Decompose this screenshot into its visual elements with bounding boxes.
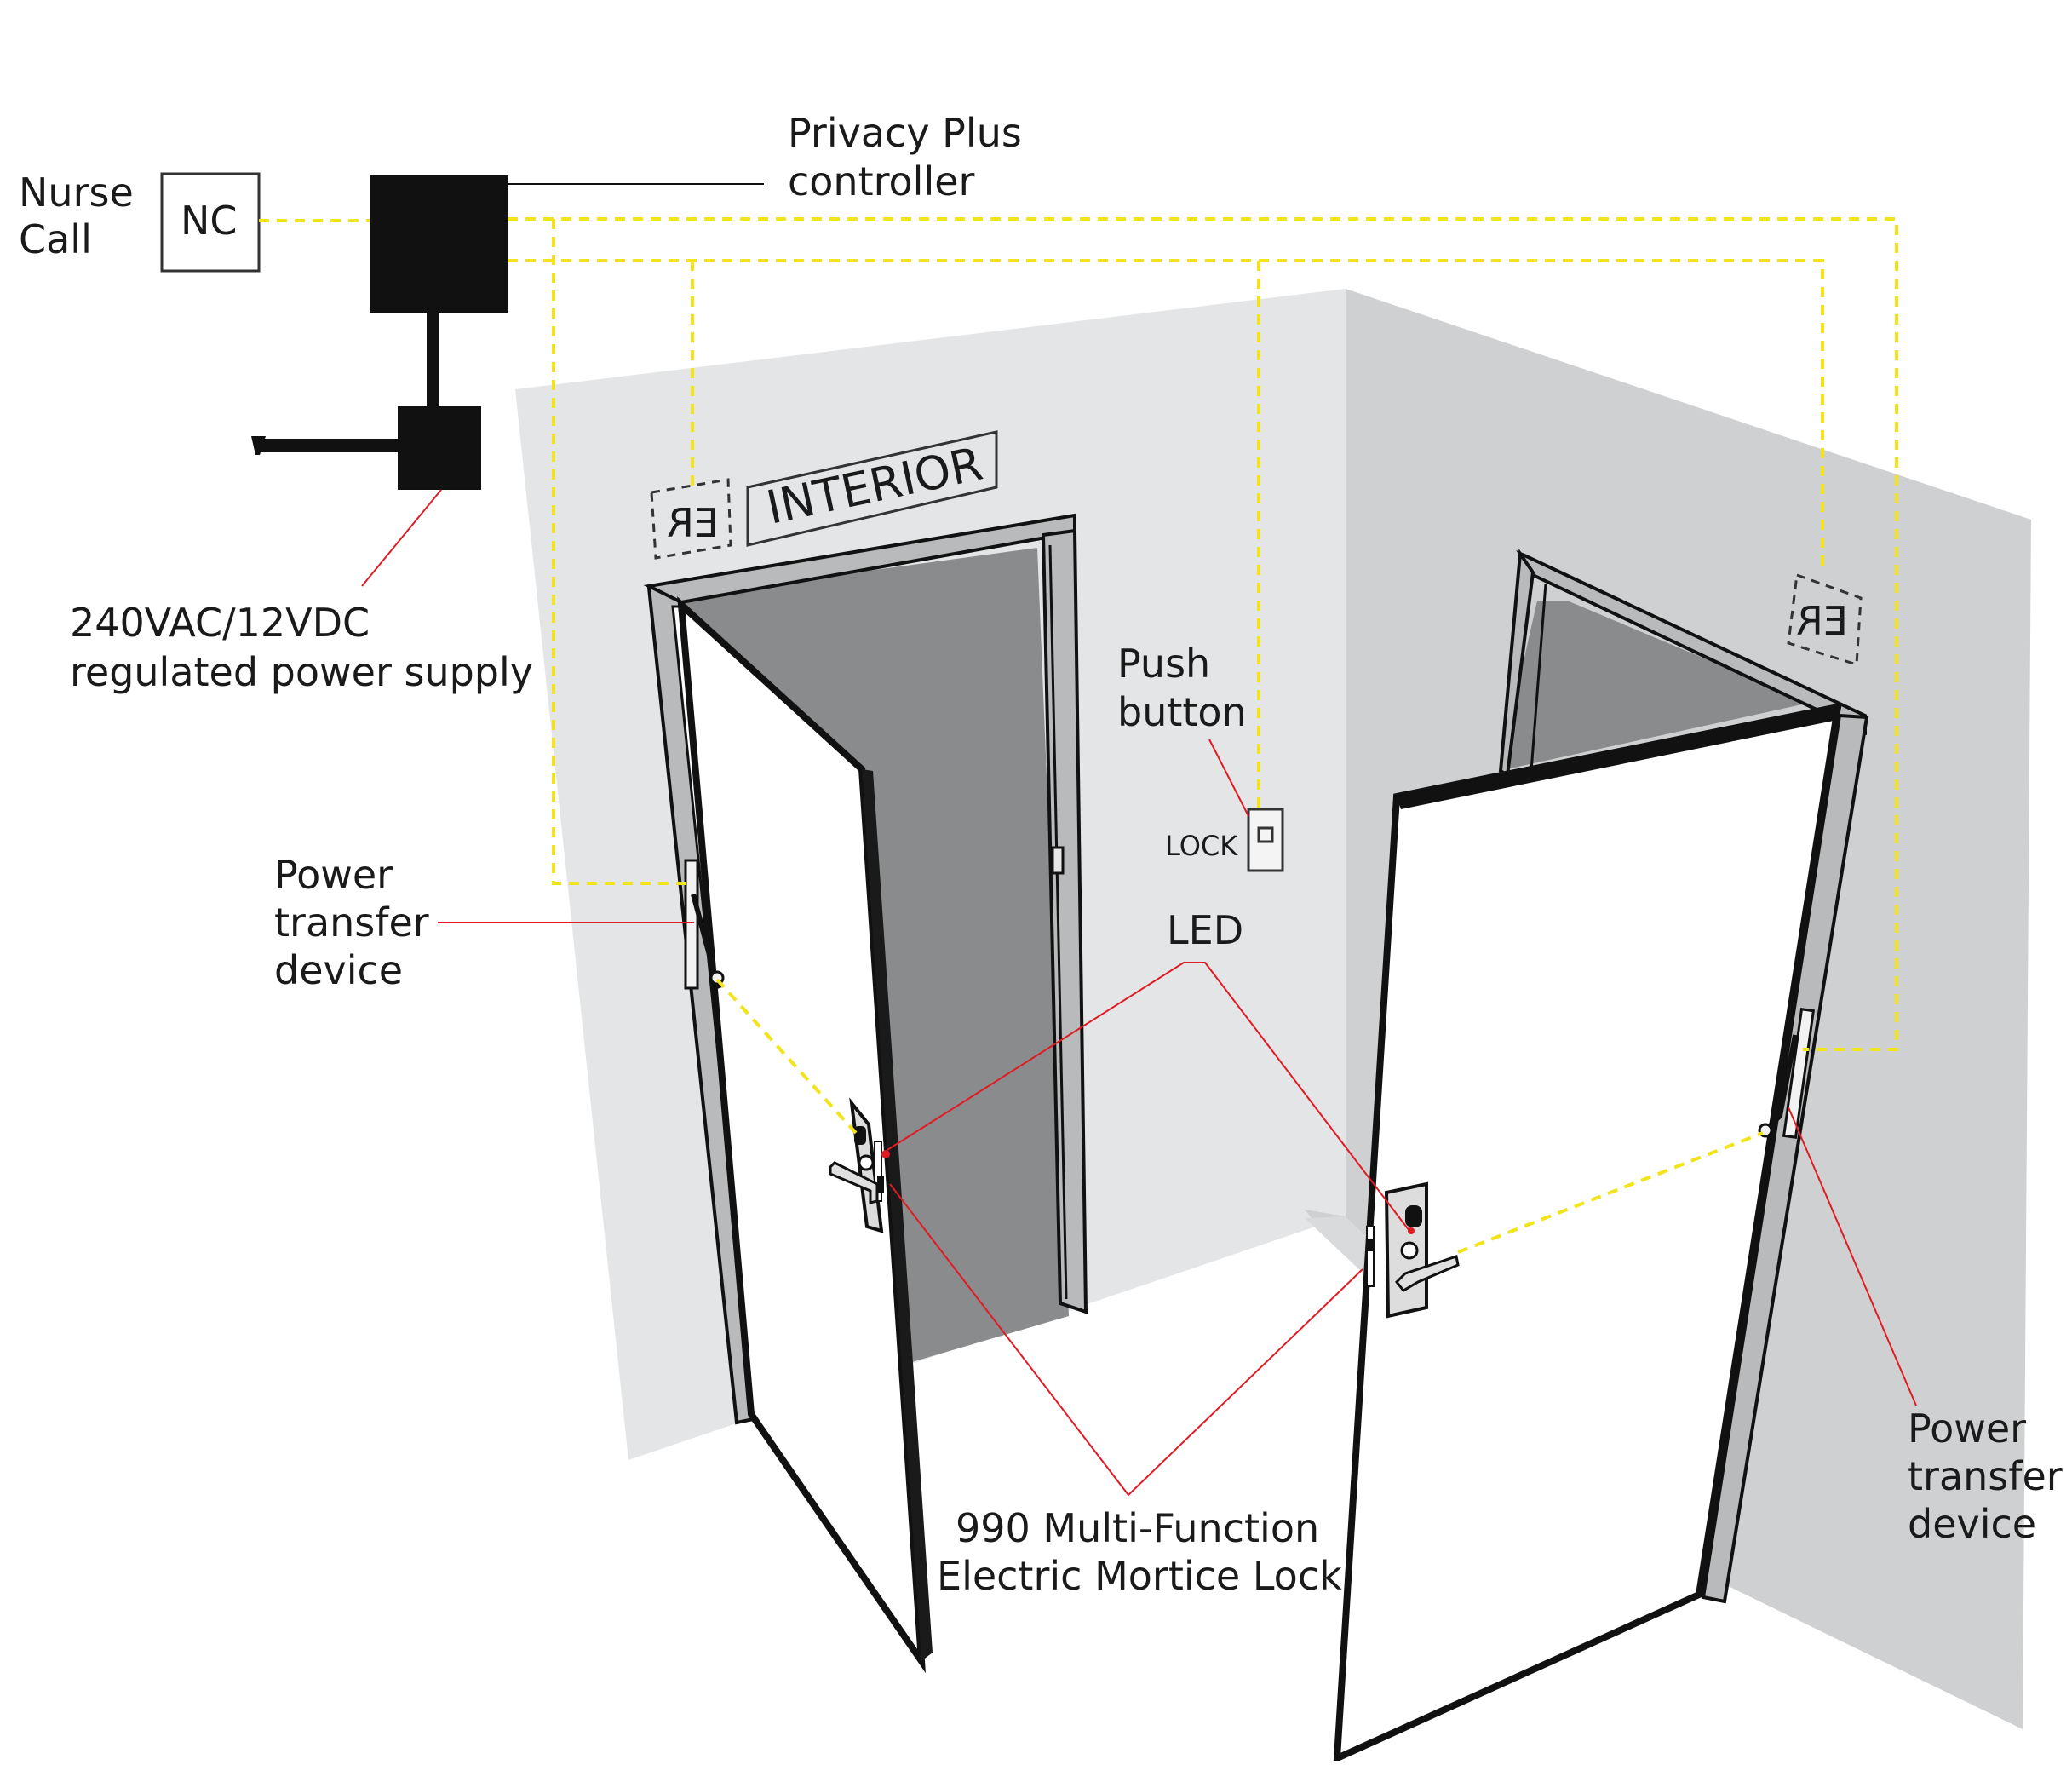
right-door-assembly: [1333, 549, 1869, 1764]
leader-lines: [361, 183, 1917, 1497]
push-button-label-2: button: [1117, 689, 1247, 735]
nc-box: [160, 172, 261, 273]
push-button-label-1: Push: [1117, 641, 1210, 687]
right-power-transfer-device: [1758, 1008, 1816, 1139]
power-supply-label-2: regulated power supply: [70, 649, 533, 695]
ptd-right-label-1: Power: [1908, 1406, 2026, 1452]
ptd-left-label-1: Power: [274, 852, 393, 898]
power-supply-unit: [398, 406, 481, 490]
right-door-opening: [1499, 601, 1810, 771]
left-strike-plate: [1051, 846, 1065, 875]
nc-box-label: NC: [181, 198, 238, 244]
nurse-call-label-2: Call: [19, 216, 92, 262]
left-lever-handle: [829, 1161, 879, 1204]
right-mortice-lock: [1366, 1181, 1460, 1319]
left-mortice-lock: [829, 1097, 890, 1233]
controller-label-2: controller: [788, 158, 975, 204]
right-lever-handle: [1394, 1255, 1460, 1292]
er-sign-left-text: ER: [667, 500, 719, 546]
left-door-assembly: [643, 513, 1088, 1674]
er-sign-right: ER: [1787, 572, 1863, 667]
wiring-runs: [259, 217, 1898, 1254]
er-sign-right-text: ER: [1796, 598, 1848, 644]
lock-model-label-2: Electric Mortice Lock: [937, 1553, 1342, 1599]
nurse-call-label-1: Nurse: [19, 170, 134, 216]
ptd-right-label-3: device: [1908, 1501, 2036, 1547]
controller-label-1: Privacy Plus: [788, 110, 1022, 156]
controller-to-psu-cable: [427, 313, 439, 406]
push-button-device: [1247, 808, 1284, 872]
led-label: LED: [1167, 907, 1243, 953]
privacy-plus-controller: [370, 175, 508, 313]
lock-model-label-1: 990 Multi-Function: [956, 1505, 1319, 1551]
lock-label: LOCK: [1165, 830, 1238, 862]
ptd-left-label-3: device: [274, 947, 403, 993]
ptd-left-label-2: transfer: [274, 900, 429, 946]
er-sign-left: ER: [650, 478, 732, 560]
right-door-frame-jamb: [1701, 713, 1869, 1604]
ptd-right-label-2: transfer: [1908, 1453, 2063, 1499]
power-supply-label-1: 240VAC/12VDC: [70, 600, 370, 646]
mains-cable: [251, 436, 400, 455]
left-power-transfer-device: [684, 859, 725, 990]
